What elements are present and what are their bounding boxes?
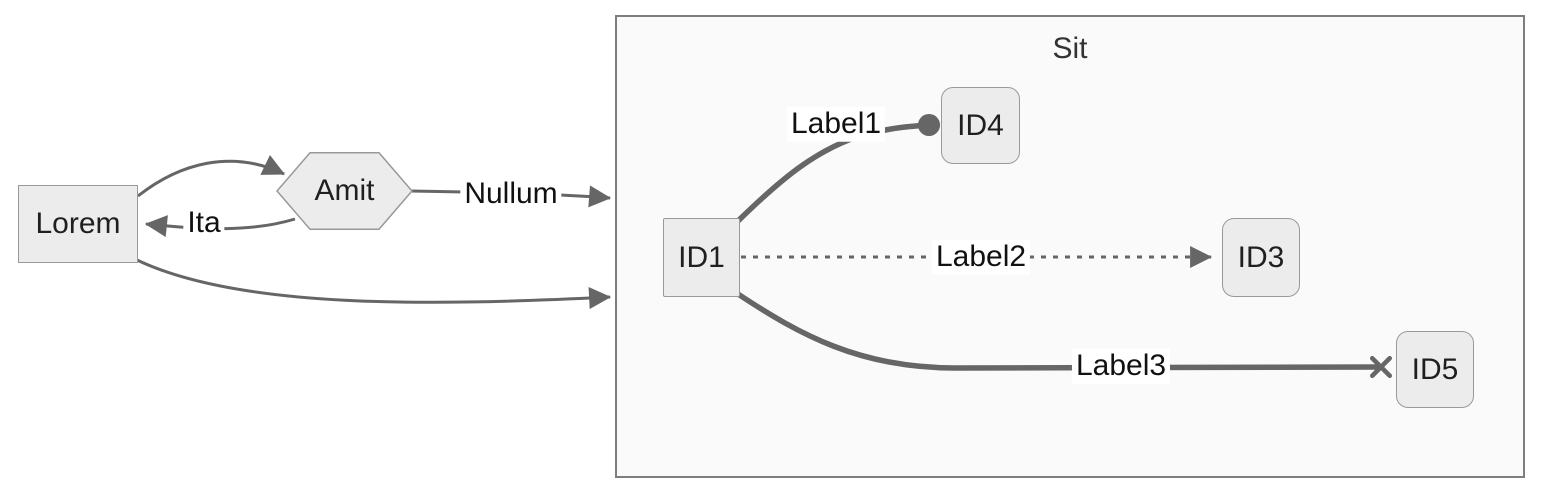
node-id5: ID5 (1396, 331, 1474, 408)
edge-label-label1: Label1 (786, 106, 886, 142)
edge-label-label2: Label2 (931, 239, 1031, 275)
node-amit-hexagon-shape (276, 152, 413, 230)
subgraph-title: Sit (1052, 32, 1088, 65)
node-id1-label: ID1 (678, 240, 725, 274)
edge-label-label3: Label3 (1071, 348, 1171, 384)
edge-label-nullum: Nullum (460, 176, 562, 212)
node-id3-label: ID3 (1237, 240, 1285, 274)
edge-lorem-amit (137, 155, 285, 198)
edge-label-ita: Ita (183, 205, 225, 241)
node-id3: ID3 (1222, 218, 1300, 297)
node-id4: ID4 (941, 87, 1020, 164)
edge-amit-lorem-ita (144, 215, 296, 238)
node-amit: Amit (277, 152, 412, 230)
node-lorem-label: Lorem (35, 207, 121, 240)
node-id4-label: ID4 (957, 108, 1004, 142)
node-id1: ID1 (663, 218, 740, 297)
subgraph-sit: Sit (615, 15, 1525, 478)
node-lorem: Lorem (18, 185, 138, 263)
edge-lorem-sit (136, 258, 612, 310)
node-id5-label: ID5 (1411, 352, 1459, 386)
edge-id1-id5-label3 (736, 291, 1393, 379)
node-amit-label: Amit (314, 174, 375, 207)
